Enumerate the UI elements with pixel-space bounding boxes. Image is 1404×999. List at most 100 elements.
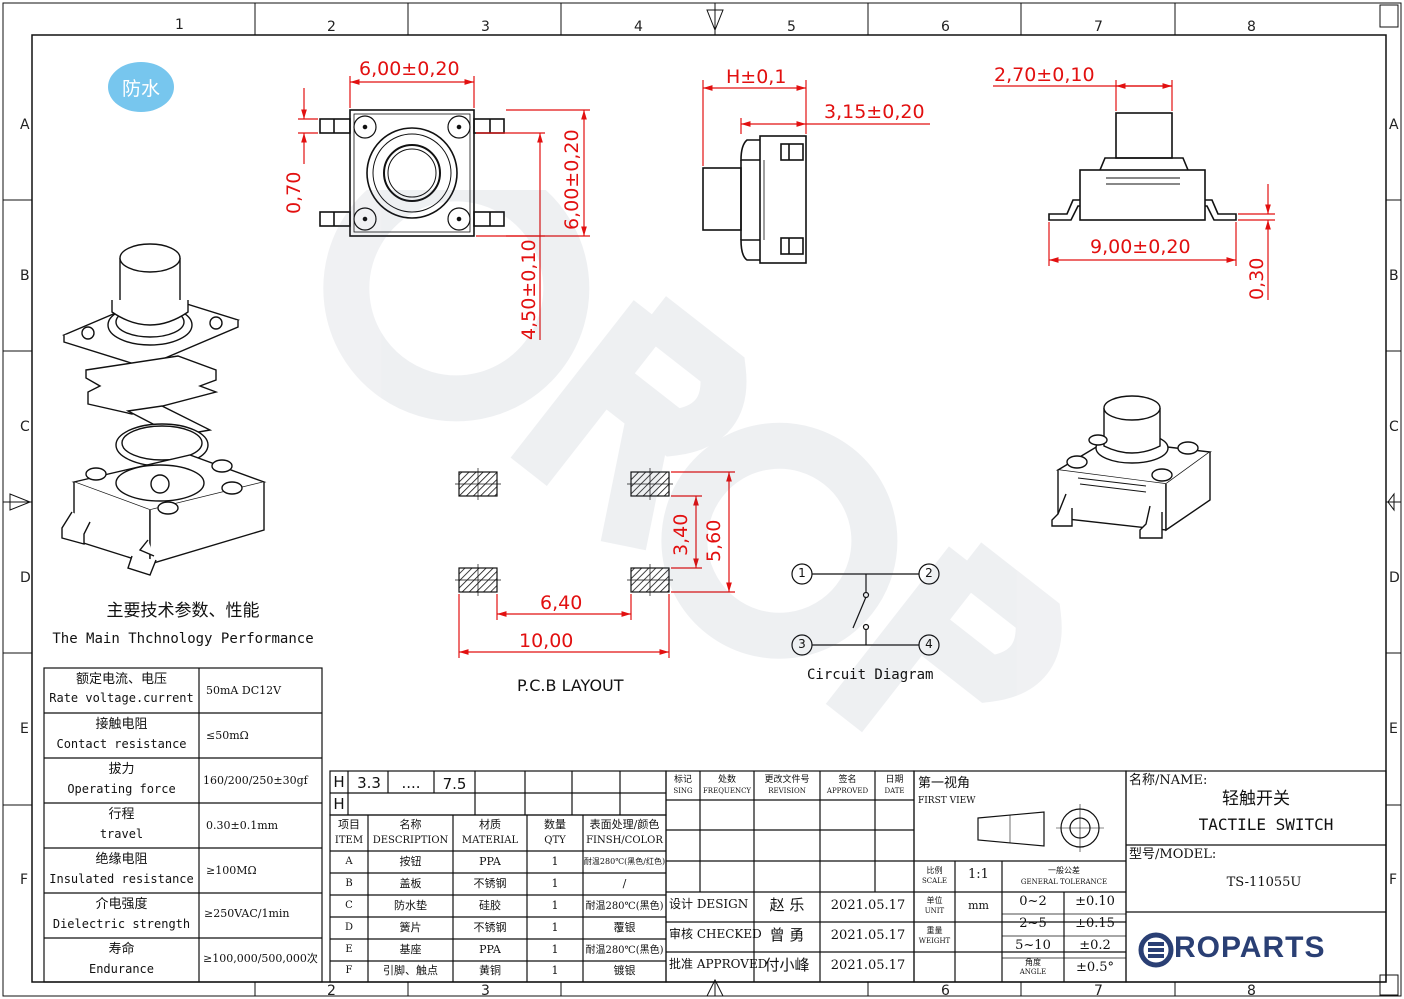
bom-row-5-desc: 引脚、触点 xyxy=(383,964,438,977)
bom-row-1-material: 不锈钢 xyxy=(473,877,507,890)
bom-header-qty-cn: 数量 xyxy=(544,818,566,831)
perf-row-2-value: 160/200/250±30gf xyxy=(203,774,308,787)
bom-row-5-material: 黄铜 xyxy=(479,964,501,977)
zone-col-7-bottom: 7 xyxy=(1094,983,1103,999)
perf-row-1-cn: 接触电阻 xyxy=(95,717,148,732)
bom-header-finish-en: FINSH/COLOR xyxy=(586,835,663,846)
signoff-design-name: 赵 乐 xyxy=(769,896,805,914)
rev-header-freq-cn: 处数 xyxy=(717,775,736,785)
rev-header-approved-en: APPROVED xyxy=(826,787,869,795)
performance-title-en: The Main Thchnology Performance xyxy=(52,631,314,647)
tolerance-row-1-range: 2~5 xyxy=(1019,916,1047,931)
bom-row-0-material: PPA xyxy=(479,855,501,868)
bom-header-desc-cn: 名称 xyxy=(399,818,422,831)
tolerance-row-2-value: ±0.2 xyxy=(1079,938,1111,953)
perf-row-6-cn: 寿命 xyxy=(108,942,135,957)
product-name-cn: 轻触开关 xyxy=(1222,789,1290,809)
signoff-design-date: 2021.05.17 xyxy=(830,898,906,913)
bom-row-4-material: PPA xyxy=(479,943,501,956)
model-number: TS-11055U xyxy=(1226,875,1302,890)
dim-right-030: 0,30 xyxy=(1246,257,1268,300)
scale-value: 1:1 xyxy=(968,867,989,882)
bom-header-material-en: MATERIAL xyxy=(461,835,519,846)
first-view-cn: 第一视角 xyxy=(918,776,971,791)
dim-right-270: 2,70±0,10 xyxy=(994,64,1095,86)
tolerance-row-0-range: 0~2 xyxy=(1019,894,1047,909)
roparts-logo-mark xyxy=(1138,932,1174,968)
perf-row-0-en: Rate voltage.current xyxy=(49,691,194,705)
h-row-2-label: H xyxy=(333,795,345,813)
perf-row-4-value: ≥100MΩ xyxy=(206,864,257,877)
pcb-layout-label: P.C.B LAYOUT xyxy=(517,676,624,695)
signoff-approved-name: 付小峰 xyxy=(764,956,810,974)
perf-row-6-value: ≥100,000/500,000次 xyxy=(203,952,318,965)
zone-row-c-right: C xyxy=(1389,419,1399,435)
unit-label-cn: 单位 xyxy=(926,896,943,905)
pin-4-label: 4 xyxy=(925,637,933,651)
pin-2-label: 2 xyxy=(925,566,933,580)
dim-pcb-340: 3,40 xyxy=(670,513,692,556)
bom-row-3-material: 不锈钢 xyxy=(473,921,507,934)
bom-row-0-finish: 耐温280℃(黑色/红色) xyxy=(583,857,666,866)
pin-1-label: 1 xyxy=(798,566,806,580)
perf-row-3-en: travel xyxy=(99,827,144,841)
zone-col-1: 1 xyxy=(175,17,184,33)
zone-col-8-bottom: 8 xyxy=(1247,983,1256,999)
zone-col-4: 4 xyxy=(634,19,643,35)
bom-row-4-qty: 1 xyxy=(551,943,559,956)
bom-row-4-item: E xyxy=(345,944,353,955)
zone-row-e-right: E xyxy=(1389,721,1398,737)
unit-value: mm xyxy=(968,899,989,912)
zone-col-7: 7 xyxy=(1094,19,1103,35)
signoff-approved-date: 2021.05.17 xyxy=(830,958,906,973)
bom-header-desc-en: DESCRIPTION xyxy=(372,835,449,846)
roparts-logo-text: ROPARTS xyxy=(1174,931,1326,964)
product-name-en: TACTILE SWITCH xyxy=(1198,815,1334,834)
rev-header-sing-cn: 标记 xyxy=(673,775,692,785)
weight-label-en: WEIGHT xyxy=(918,937,951,945)
zone-row-d-right: D xyxy=(1389,570,1400,586)
perf-row-1-en: Contact resistance xyxy=(56,737,187,751)
unit-label-en: UNIT xyxy=(924,907,945,915)
tolerance-title-cn: 一般公差 xyxy=(1048,866,1080,875)
rev-header-sing-en: SING xyxy=(673,787,693,795)
dim-pcb-640: 6,40 xyxy=(540,592,583,614)
dim-top-width: 6,00±0,20 xyxy=(359,58,460,80)
signoff-checked-name: 曾 勇 xyxy=(769,926,805,944)
zone-col-6-bottom: 6 xyxy=(941,983,950,999)
tolerance-title-en: GENERAL TOLERANCE xyxy=(1020,878,1108,886)
bom-row-0-item: A xyxy=(345,856,353,867)
perf-row-5-en: Dielectric strength xyxy=(52,917,191,931)
bom-row-1-qty: 1 xyxy=(551,877,559,890)
perf-row-2-en: Operating force xyxy=(67,782,176,796)
bom-row-0-desc: 按钮 xyxy=(399,855,422,868)
zone-col-6: 6 xyxy=(941,19,950,35)
dim-top-height: 6,00±0,20 xyxy=(561,129,583,230)
h-row-1-label: H xyxy=(333,773,345,791)
bom-row-5-qty: 1 xyxy=(551,964,559,977)
model-label: 型号/MODEL: xyxy=(1129,847,1217,862)
performance-title-cn: 主要技术参数、性能 xyxy=(106,601,260,621)
weight-label-cn: 重量 xyxy=(926,926,943,935)
bom-row-4-finish: 耐温280℃(黑色) xyxy=(585,945,664,956)
bom-header-finish-cn: 表面处理/颜色 xyxy=(589,818,660,831)
waterproof-badge: 防水 xyxy=(108,62,174,112)
tolerance-row-1-value: ±0.15 xyxy=(1075,916,1115,931)
pin-3-label: 3 xyxy=(798,637,806,651)
dim-pcb-1000: 10,00 xyxy=(519,630,574,652)
zone-col-2-bottom: 2 xyxy=(327,983,336,999)
scale-label-cn: 比例 xyxy=(926,866,943,875)
dim-top-pin: 0,70 xyxy=(283,171,305,214)
perf-row-2-cn: 拔力 xyxy=(108,762,135,777)
zone-row-b-right: B xyxy=(1389,268,1399,284)
signoff-design-role: 设计 DESIGN xyxy=(669,897,749,911)
h-row-1-value-3: 7.5 xyxy=(442,775,467,793)
scale-label-en: SCALE xyxy=(922,877,947,885)
zone-row-a-right: A xyxy=(1389,117,1399,133)
zone-row-d: D xyxy=(20,570,31,586)
bom-row-3-item: D xyxy=(344,922,354,933)
bom-row-2-item: C xyxy=(345,900,353,911)
bom-header-qty-en: QTY xyxy=(544,835,566,846)
